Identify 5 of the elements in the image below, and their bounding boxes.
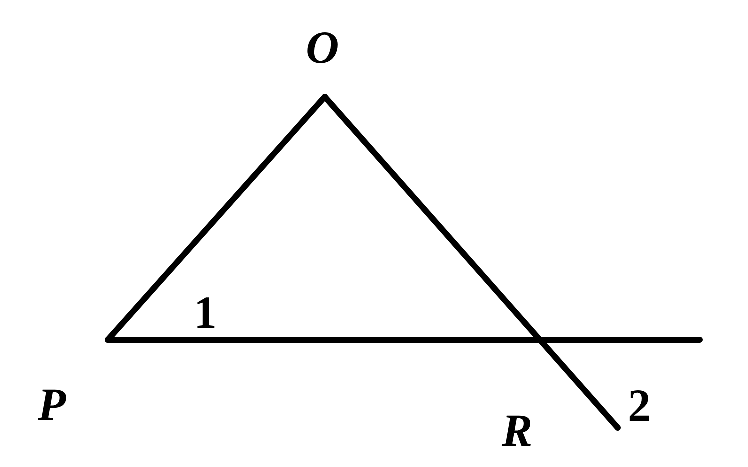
point-label: O [306, 25, 340, 71]
angle-label: 2 [628, 383, 651, 429]
point-label: P [38, 382, 66, 428]
angle-label: 1 [194, 290, 217, 336]
point-label: R [502, 408, 533, 454]
